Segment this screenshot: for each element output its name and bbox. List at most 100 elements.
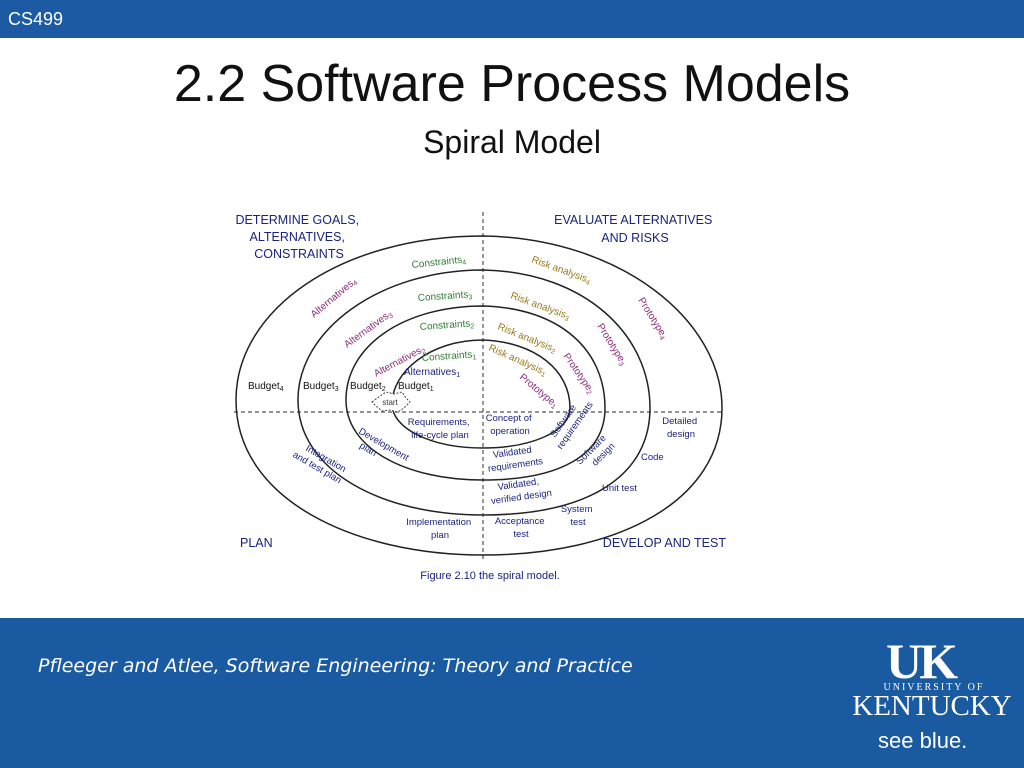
risk-analysis-3-sub: 3 [563, 315, 569, 323]
prototype-1: Prototype1 [516, 372, 560, 411]
alternatives-3-sub: 3 [388, 313, 395, 321]
acceptance-test-line2: test [513, 529, 529, 540]
quadrant-plan: PLAN [240, 536, 273, 550]
detailed-design-label: Detailed design [662, 416, 700, 440]
budget-2-sub: 2 [382, 386, 386, 393]
prototype-3-text: Prototype [594, 322, 626, 364]
prototype-4: Prototype4 [635, 296, 670, 342]
development-plan-label: Development plan [351, 426, 413, 475]
prototype-3: Prototype3 [594, 322, 629, 368]
budget-3-sub: 3 [335, 386, 339, 393]
course-label: CS499 [8, 9, 64, 29]
concept-line2: operation [490, 426, 530, 437]
constraints-1-text: Constraints [421, 349, 472, 364]
budget-4-text: Budget [248, 381, 280, 392]
uk-university-text: UNIVERSITY OF [883, 682, 985, 693]
budget-2-text: Budget [350, 381, 382, 392]
prototype-1-text: Prototype [517, 372, 557, 408]
validated-requirements-line1: Validated [492, 445, 532, 461]
acceptance-test-line1: Acceptance [495, 516, 545, 527]
prototype-1-sub: 1 [549, 403, 557, 411]
budget-2: Budget2 [350, 381, 386, 393]
alternatives-4: Alternatives4 [309, 276, 360, 321]
software-design-label: Software design [574, 431, 619, 476]
requirements-plan-line2: life-cycle plan [411, 430, 469, 441]
spiral-loop-4 [235, 235, 723, 556]
quadrant-evaluate-line2: AND RISKS [601, 231, 668, 245]
quadrant-goals-line2: ALTERNATIVES, [250, 230, 345, 244]
requirements-plan-line1: Requirements, [408, 417, 470, 428]
budget-3: Budget3 [303, 381, 339, 393]
quadrant-goals-line1: DETERMINE GOALS, [235, 213, 359, 227]
concept-line1: Concept of [486, 413, 532, 424]
university-logo: UK UNIVERSITY OF KENTUCKY see blue. [852, 628, 1016, 758]
budget-4: Budget4 [248, 381, 284, 393]
constraints-2: Constraints2 [419, 318, 474, 334]
alternatives-1: Alternatives1 [404, 367, 460, 379]
figure-caption: Figure 2.10 the spiral model. [420, 570, 559, 582]
spiral-loop-3 [297, 269, 651, 516]
system-test-label: System test [561, 504, 595, 528]
constraints-1: Constraints1 [421, 349, 476, 365]
uk-mark: UK [886, 633, 958, 689]
risk-analysis-3: Risk analysis3 [509, 290, 572, 323]
uk-kentucky-text: KENTUCKY [852, 690, 1012, 722]
constraints-2-text: Constraints [419, 318, 470, 333]
uk-tagline: see blue. [878, 728, 968, 753]
quadrant-goals: DETERMINE GOALS, ALTERNATIVES, CONSTRAIN… [235, 213, 362, 261]
start-label: start [382, 398, 398, 407]
unit-test-label: Unit test [602, 483, 637, 494]
budget-4-sub: 4 [280, 386, 284, 393]
header-bar: CS499 [0, 0, 1024, 38]
detailed-design-line1: Detailed [662, 416, 697, 427]
risk-analysis-4: Risk analysis4 [530, 254, 593, 287]
risk-analysis-4-text: Risk analysis [530, 254, 589, 284]
slide-title: 2.2 Software Process Models [173, 55, 851, 113]
prototype-2-sub: 2 [584, 389, 592, 396]
alternatives-3-text: Alternatives [342, 311, 391, 351]
constraints-4-text: Constraints [411, 255, 462, 271]
constraints-3-text: Constraints [417, 289, 468, 304]
constraints-4-sub: 4 [462, 259, 467, 266]
spiral-loop-2 [345, 305, 606, 481]
risk-analysis-4-sub: 4 [584, 279, 590, 287]
slide-subtitle: Spiral Model [423, 124, 601, 160]
constraints-4: Constraints4 [411, 254, 467, 272]
citation: Pfleeger and Atlee, Software Engineering… [38, 655, 633, 677]
integration-plan-label: Integration and test plan [291, 439, 351, 487]
start-marker [371, 391, 411, 413]
system-test-line1: System [561, 504, 593, 515]
alternatives-1-sub: 1 [456, 372, 460, 379]
alternatives-4-sub: 4 [352, 280, 360, 288]
quadrant-develop: DEVELOP AND TEST [603, 536, 727, 550]
budget-3-text: Budget [303, 381, 335, 392]
quadrant-goals-line3: CONSTRAINTS [254, 247, 344, 261]
constraints-1-sub: 1 [472, 354, 476, 361]
implementation-plan-line2: plan [431, 530, 449, 541]
budget-1-sub: 1 [430, 386, 434, 393]
detailed-design-line2: design [667, 429, 695, 440]
spiral-diagram: start DETERMINE GOALS, ALTERNATIVES, CON… [234, 212, 727, 582]
quadrant-evaluate-line1: EVALUATE ALTERNATIVES [554, 213, 712, 227]
alternatives-4-text: Alternatives [309, 278, 356, 320]
acceptance-test-label: Acceptance test [495, 516, 547, 540]
quadrant-evaluate: EVALUATE ALTERNATIVES AND RISKS [554, 213, 716, 245]
risk-analysis-2-sub: 2 [550, 348, 556, 356]
constraints-3-sub: 3 [468, 294, 472, 301]
footer-bar [0, 618, 1024, 768]
constraints-3: Constraints3 [417, 289, 472, 305]
budget-1: Budget1 [398, 381, 434, 393]
alternatives-2-sub: 2 [421, 348, 428, 356]
implementation-plan-line1: Implementation [406, 517, 471, 528]
constraints-2-sub: 2 [470, 323, 474, 330]
prototype-3-sub: 3 [616, 361, 624, 368]
budget-1-text: Budget [398, 381, 430, 392]
risk-analysis-1-sub: 1 [540, 371, 547, 379]
alternatives-3: Alternatives3 [342, 308, 395, 351]
system-test-line2: test [570, 517, 586, 528]
code-label: Code [641, 452, 664, 463]
alternatives-1-text: Alternatives [404, 367, 456, 378]
spiral-loop-1 [391, 339, 571, 449]
concept-of-operation-label: Concept of operation [486, 413, 535, 437]
prototype-4-text: Prototype [635, 296, 667, 338]
